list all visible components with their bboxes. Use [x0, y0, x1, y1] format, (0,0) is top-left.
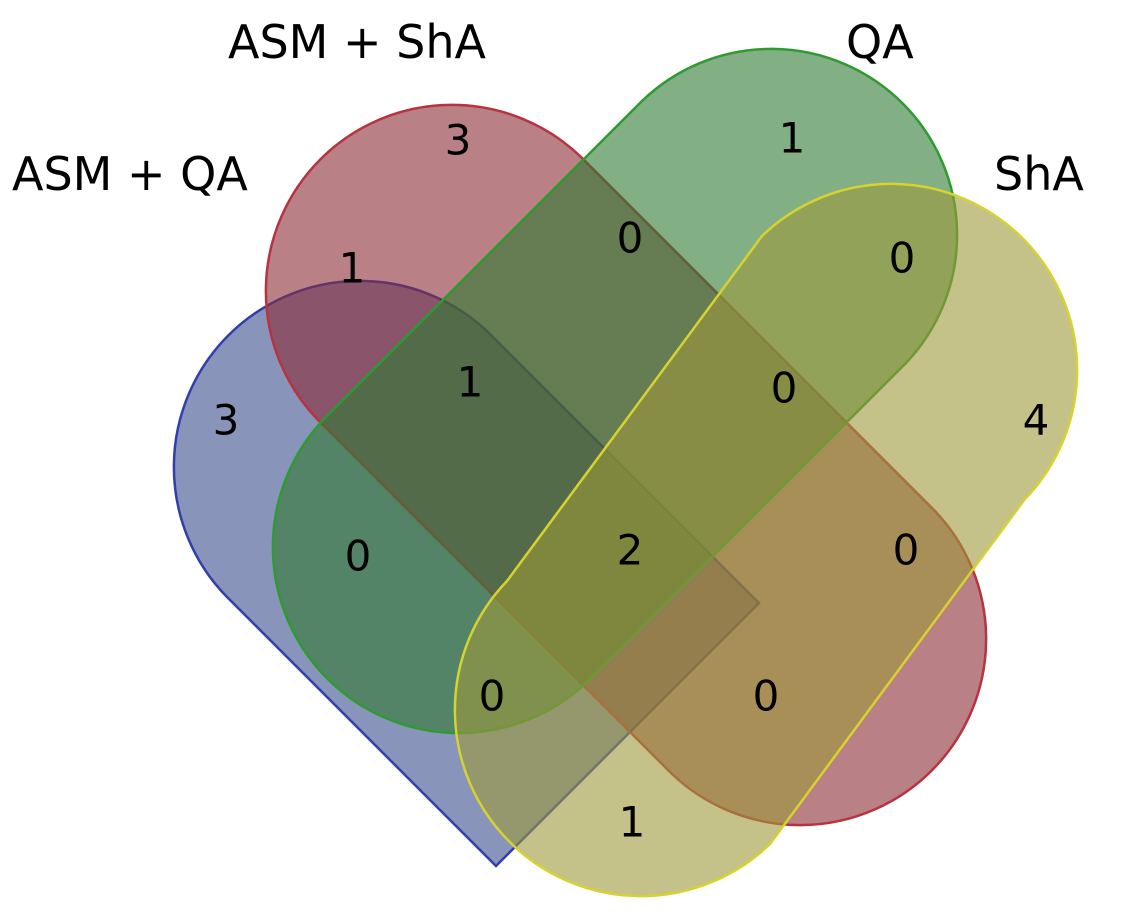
set-label-asm-sha: ASM + ShA — [228, 15, 486, 69]
region-count-asm-sha-qa-sha: 0 — [771, 364, 798, 413]
region-count-all-four: 2 — [617, 526, 644, 575]
region-count-asm-sha-qa: 0 — [617, 214, 644, 263]
set-label-asm-qa: ASM + QA — [12, 147, 248, 201]
set-shapes — [172, 47, 1079, 898]
region-count-asm-qa-sha: 1 — [619, 798, 646, 847]
region-count-only-sha: 4 — [1023, 396, 1050, 445]
region-count-only-qa: 1 — [779, 114, 806, 163]
region-count-asm-qa-qa-sha: 0 — [479, 672, 506, 721]
region-count-only-asm-qa: 3 — [213, 396, 240, 445]
set-labels: ASM + QA ASM + ShA QA ShA — [12, 15, 1084, 201]
region-count-asm-sha-sha: 0 — [893, 526, 920, 575]
region-count-asm-qa-asm-sha-sha: 0 — [753, 672, 780, 721]
region-count-asm-qa-asm-sha-qa: 1 — [457, 358, 484, 407]
region-count-qa-sha: 0 — [889, 234, 916, 283]
set-label-qa: QA — [846, 15, 914, 69]
set-shape-sha — [453, 182, 1079, 898]
region-count-only-asm-sha: 3 — [445, 116, 472, 165]
region-count-asm-qa-qa: 0 — [345, 532, 372, 581]
region-count-asm-qa-asm-sha: 1 — [339, 244, 366, 293]
region-counts: 3 3 1 4 1 0 0 1 0 0 2 0 0 0 1 — [213, 114, 1050, 847]
set-label-sha: ShA — [994, 147, 1084, 201]
